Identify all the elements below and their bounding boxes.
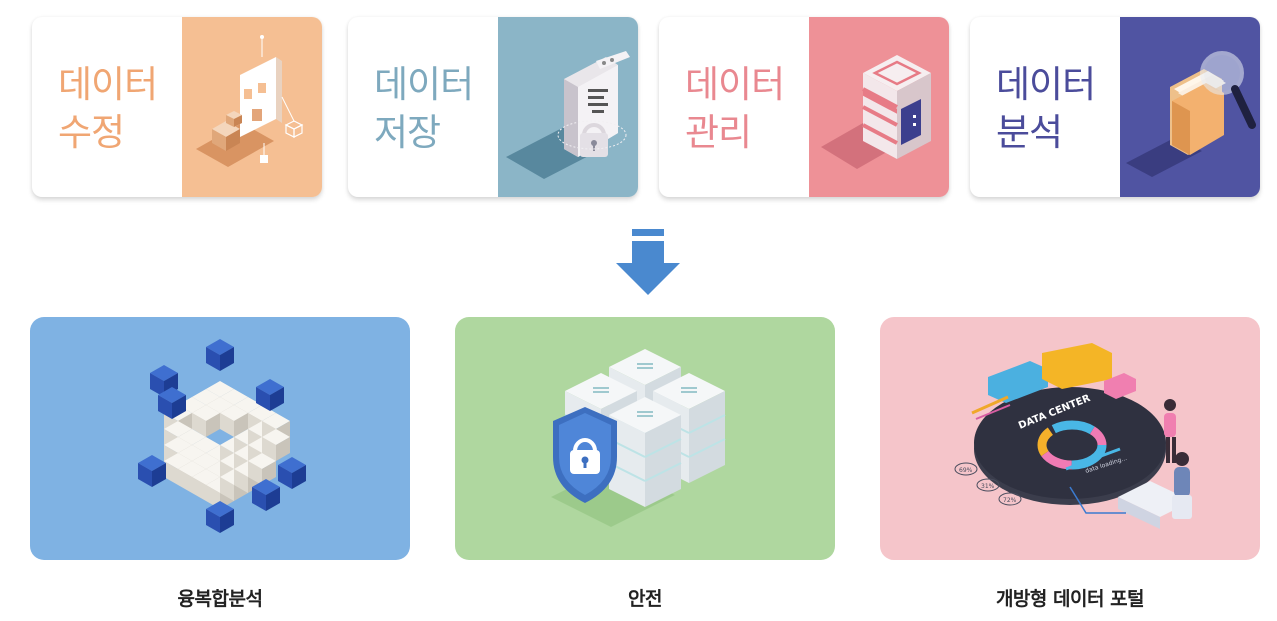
card-data-storage: 데이터 저장 [348,17,638,197]
card-title-line2: 수정 [58,111,125,154]
data-edit-illustration [182,17,322,197]
cube-cluster-icon [138,339,306,533]
stat-1: 69% [959,467,973,474]
caption-security: 안전 [628,588,662,610]
data-management-illustration [809,17,949,197]
card-title-line1: 데이터 [685,63,785,106]
card-title-line2: 분석 [996,111,1063,154]
card-title-line1: 데이터 [58,63,158,106]
data-center-icon: DATA CENTER data loading... 69% 31% 72% [954,343,1192,529]
card-title: 데이터 저장 [374,61,498,157]
card-title-line2: 저장 [374,111,441,154]
panel-open-data-portal: DATA CENTER data loading... 69% 31% 72% [880,317,1260,560]
panel-security [455,317,835,560]
secure-document-icon [506,51,630,179]
folder-magnifier-icon [1126,51,1256,177]
panel-convergence-analysis [30,317,410,560]
card-title: 데이터 분석 [996,61,1120,157]
stat-2: 31% [981,483,995,490]
caption-open-data-portal: 개방형 데이터 포털 [995,588,1145,610]
server-tower-icon [821,55,931,169]
card-data-analysis: 데이터 분석 [970,17,1260,197]
card-title: 데이터 관리 [685,61,809,157]
secure-servers-icon [551,348,726,527]
card-data-edit: 데이터 수정 [32,17,322,197]
card-title-line2: 관리 [685,111,752,154]
data-analysis-illustration [1120,17,1260,197]
caption-convergence-analysis: 융복합분석 [177,588,263,610]
down-arrow-icon [616,229,680,295]
card-title-line1: 데이터 [374,63,474,106]
card-data-management: 데이터 관리 [659,17,949,197]
card-title: 데이터 수정 [58,61,182,157]
data-storage-illustration [498,17,638,197]
card-title-line1: 데이터 [996,63,1096,106]
blocks-icon [196,35,304,167]
stat-3: 72% [1003,497,1017,504]
